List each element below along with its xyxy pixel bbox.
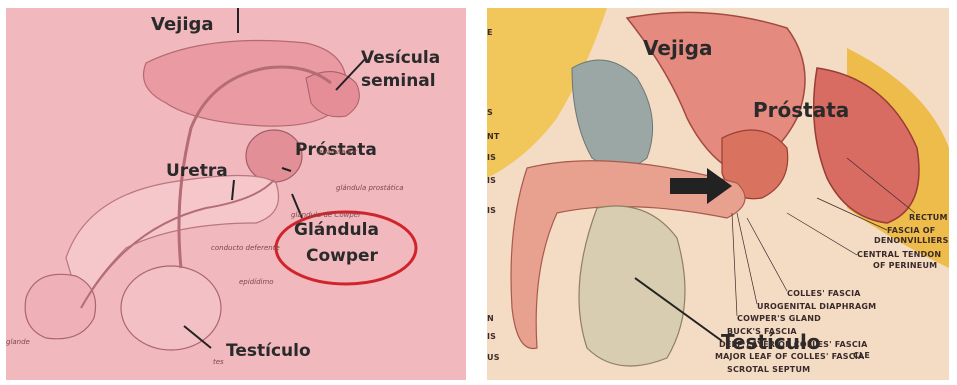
- small-glandula-de-cowper: glándula de Cowper: [291, 211, 361, 219]
- label-vejiga-right: Vejiga: [643, 36, 712, 60]
- small-central-line1: CENTRAL TENDON: [857, 250, 941, 259]
- pubic-bone-shape: [572, 60, 653, 168]
- small-glandula-prostatica: glándula prostática: [336, 184, 404, 192]
- glans-shape: [25, 274, 95, 339]
- small-left-edge-8: IS: [487, 332, 496, 341]
- prostate-shape: [246, 130, 302, 182]
- label-testiculo: Testículo: [226, 341, 311, 361]
- small-cowpers-gland: COWPER'S GLAND: [737, 314, 821, 323]
- small-rectum: RECTUM: [909, 213, 948, 222]
- small-colles-fascia: COLLES' FASCIA: [787, 289, 861, 298]
- small-urogenital: UROGENITAL DIAPHRAGM: [757, 302, 876, 311]
- small-left-edge-9: US: [487, 353, 500, 362]
- small-epididimo: epidídimo: [239, 278, 274, 286]
- label-glandula-line2: Cowper: [306, 246, 378, 266]
- left-anatomy-illustration: Vejiga Vesícula seminal Próstata Uretra …: [6, 8, 466, 380]
- label-vejiga: Vejiga: [151, 14, 214, 35]
- small-deep-layer: DEEP LAYER OF COLLES' FASCIA: [719, 340, 867, 349]
- small-testi: tes: [213, 358, 224, 366]
- small-left-edge-3: NT: [487, 132, 500, 141]
- label-vesicula-line2: seminal: [361, 71, 436, 91]
- right-anatomy-illustration: Vejiga Próstata Testículo RECTUM FASCIA …: [487, 8, 949, 380]
- right-drawing: [487, 8, 949, 380]
- small-left-edge-5: IS: [487, 176, 496, 185]
- small-glande: glande: [6, 338, 30, 346]
- small-central-line2: OF PERINEUM: [873, 261, 937, 270]
- small-major-leaf: MAJOR LEAF OF COLLES' FASCIA: [715, 352, 864, 361]
- small-left-edge-6: IS: [487, 206, 496, 215]
- leader-cowpers: [732, 213, 737, 316]
- testicle-shape: [121, 266, 221, 350]
- small-bucks-fascia: BUCK'S FASCIA: [727, 327, 797, 336]
- small-eyaculador: eyaculador: [318, 148, 357, 156]
- small-left-edge-1: E: [487, 28, 493, 37]
- label-prostata-right: Próstata: [753, 98, 849, 122]
- label-vesicula-line1: Vesícula: [361, 48, 440, 68]
- small-left-edge-2: S: [487, 108, 493, 117]
- small-fascia-line2: DENONVILLIERS: [874, 236, 949, 245]
- small-left-edge-4: IS: [487, 153, 496, 162]
- leader-urogenital: [737, 213, 757, 304]
- leader-central: [787, 213, 857, 255]
- label-uretra: Uretra: [166, 161, 228, 181]
- small-left-edge-7: N: [487, 314, 494, 323]
- small-fascia-line1: FASCIA OF: [887, 226, 935, 235]
- label-glandula-line1: Glándula: [294, 220, 379, 240]
- leader-colles: [747, 218, 787, 291]
- testis-shape-right: [579, 206, 685, 366]
- small-scrotal-septum: SCROTAL SEPTUM: [727, 365, 810, 374]
- small-conducto-deferente: conducto deferente: [211, 244, 280, 252]
